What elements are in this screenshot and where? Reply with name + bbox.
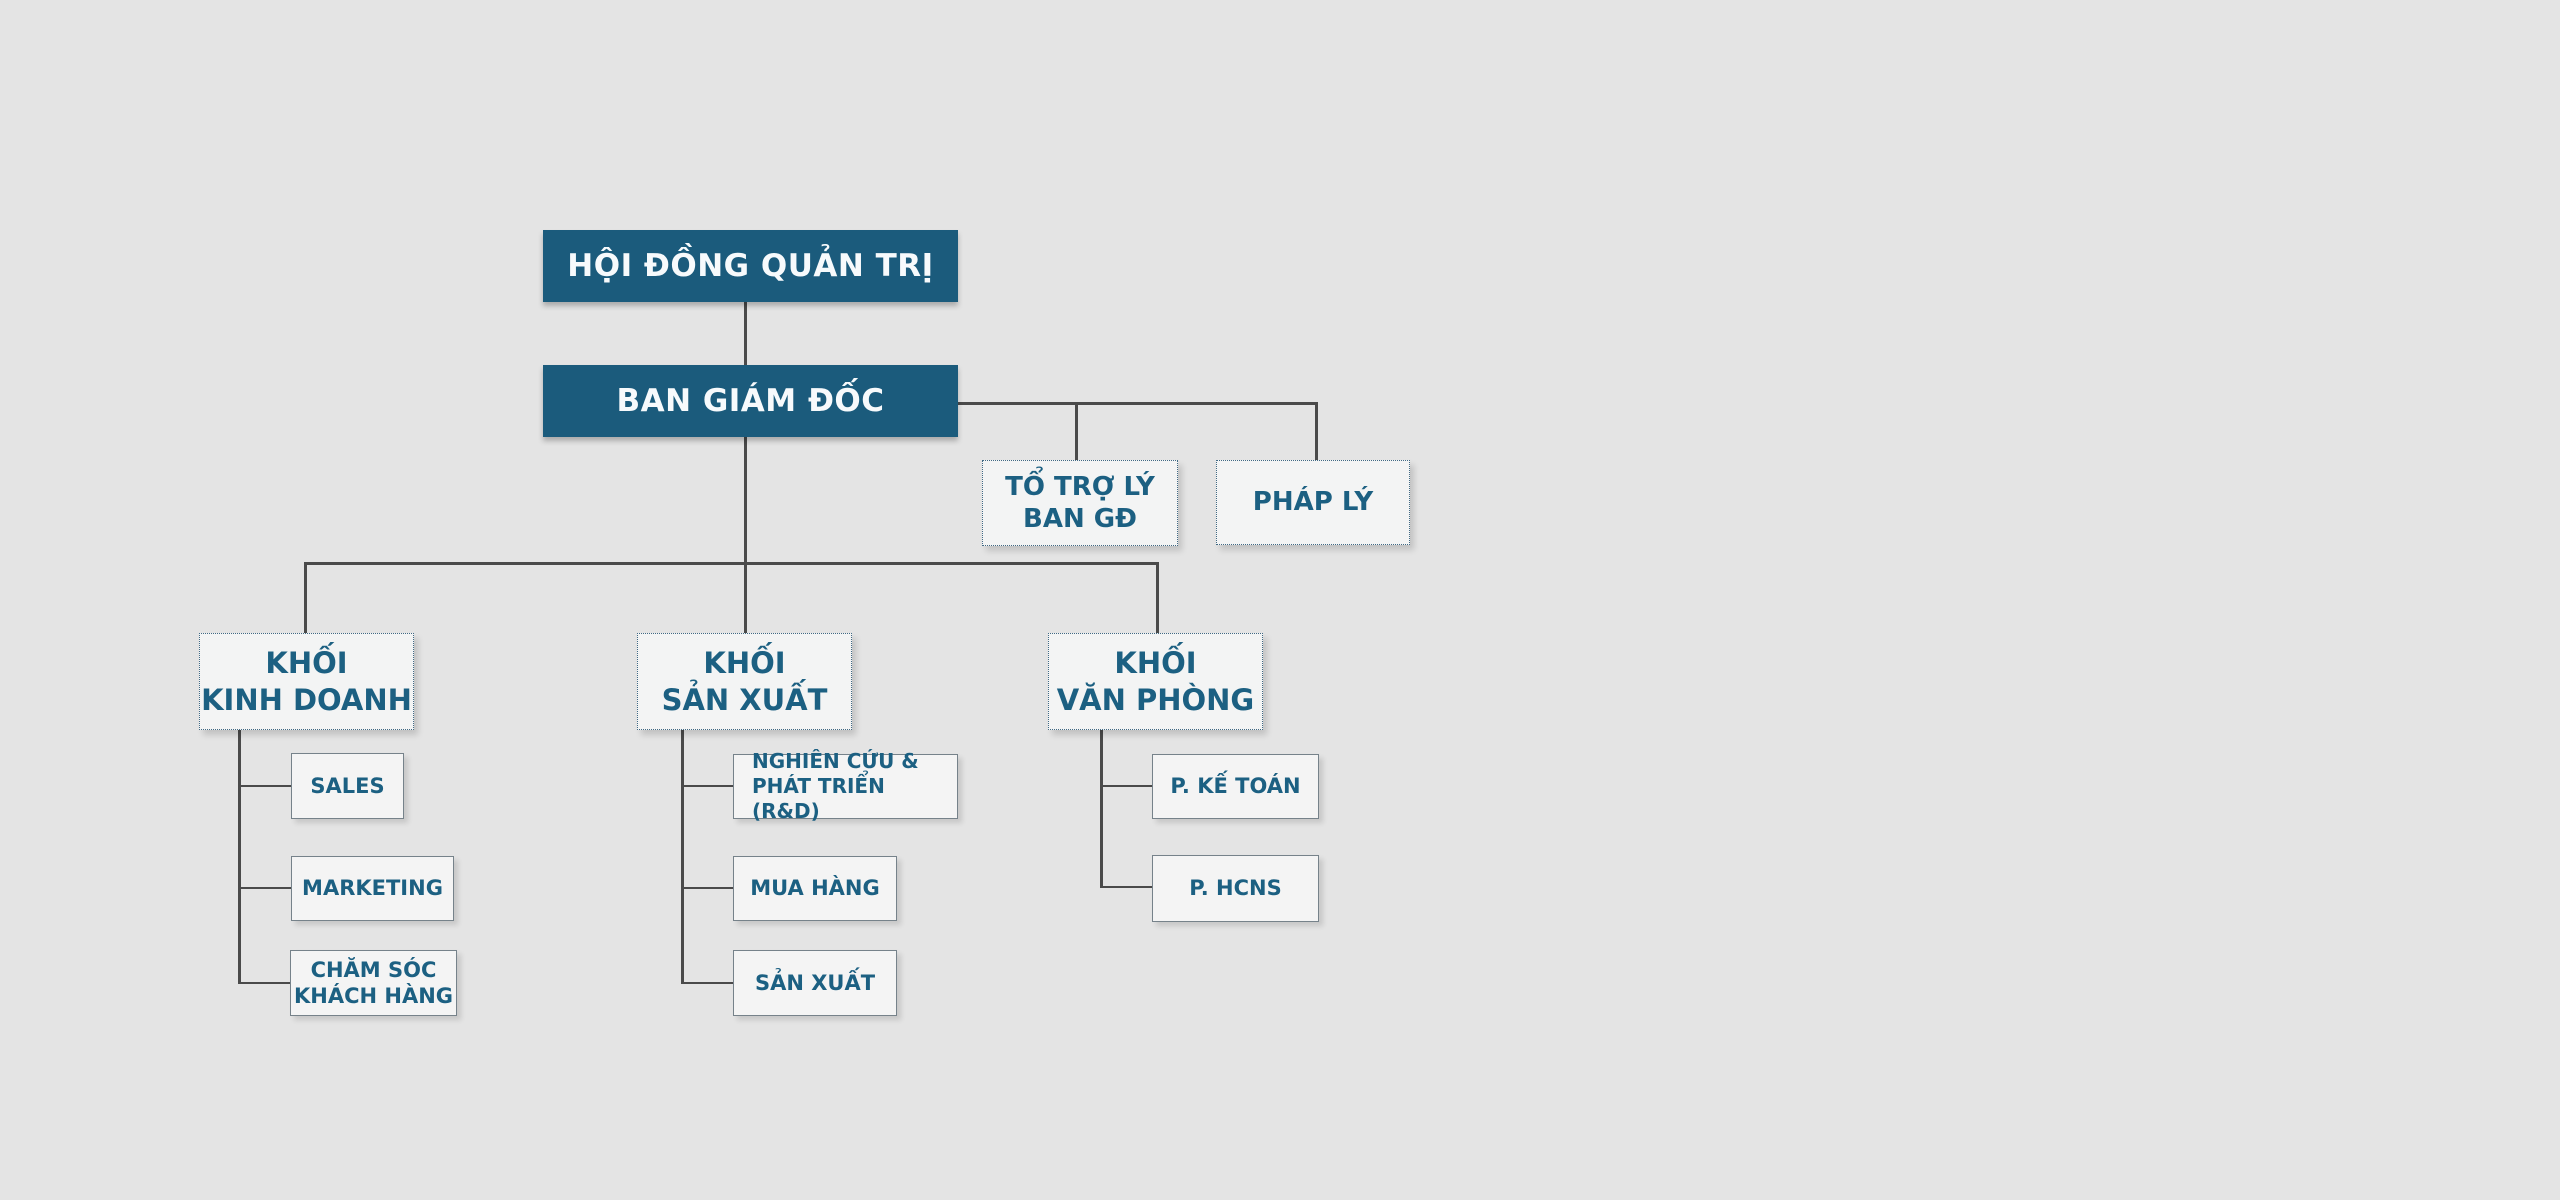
connector-van-phong-children [1100,730,1103,888]
node-to-tro-ly-ban-gd[interactable]: TỔ TRỢ LÝ BAN GĐ [982,460,1178,546]
node-khoi-san-xuat[interactable]: KHỐI SẢN XUẤT [637,633,852,730]
connector-drop-to-tro-ly [1075,402,1078,460]
node-sales[interactable]: SALES [291,753,404,819]
node-p-hcns[interactable]: P. HCNS [1152,855,1319,922]
connector-kinh-doanh-children [238,730,241,984]
connector-divisions-horizontal [304,562,1159,565]
node-nghien-cuu-phat-trien[interactable]: NGHIÊN CỨU & PHÁT TRIỂN (R&D) [733,749,958,823]
node-ban-giam-doc[interactable]: BAN GIÁM ĐỐC [543,365,958,437]
connector-stub-marketing [238,887,291,889]
node-khoi-van-phong[interactable]: KHỐI VĂN PHÒNG [1048,633,1263,730]
node-cham-soc-khach-hang[interactable]: CHĂM SÓC KHÁCH HÀNG [290,950,457,1016]
node-hoi-dong-quan-tri[interactable]: HỘI ĐỒNG QUẢN TRỊ [543,230,958,302]
connector-drop-van-phong [1156,562,1159,633]
connector-drop-kinh-doanh [304,562,307,633]
node-phap-ly[interactable]: PHÁP LÝ [1216,460,1410,545]
node-p-ke-toan[interactable]: P. KẾ TOÁN [1152,754,1319,819]
connector-management-down [744,437,747,565]
connector-stub-ke-toan [1100,785,1152,787]
connector-drop-phap-ly [1315,402,1318,460]
connector-stub-hcns [1100,886,1152,888]
connector-board-to-management [744,302,747,365]
connector-stub-sales [238,785,291,787]
node-mua-hang[interactable]: MUA HÀNG [733,856,897,921]
connector-stub-mua-hang [681,887,733,889]
node-san-xuat[interactable]: SẢN XUẤT [733,950,897,1016]
connector-drop-san-xuat [744,562,747,633]
connector-san-xuat-children [681,730,684,984]
node-marketing[interactable]: MARKETING [291,856,454,921]
connector-stub-cham-soc [238,982,290,984]
connector-stub-san-xuat [681,982,733,984]
connector-staff-horizontal [957,402,1318,405]
node-khoi-kinh-doanh[interactable]: KHỐI KINH DOANH [199,633,414,730]
connector-stub-rnd [681,785,733,787]
